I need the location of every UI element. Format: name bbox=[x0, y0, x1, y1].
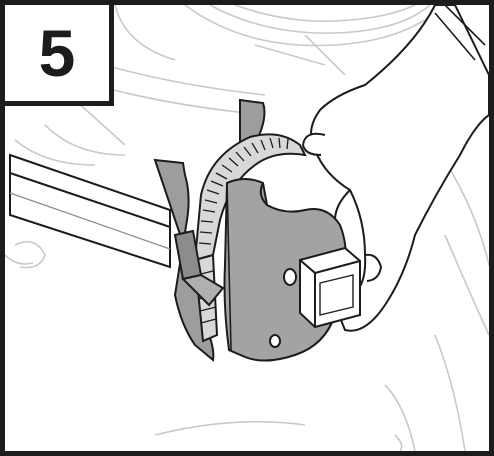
crossbar bbox=[9, 153, 171, 269]
hand-icon bbox=[301, 5, 489, 332]
step-number: 5 bbox=[38, 16, 76, 90]
ratchet-clamp bbox=[153, 98, 361, 362]
step-number-badge: 5 bbox=[5, 5, 114, 106]
